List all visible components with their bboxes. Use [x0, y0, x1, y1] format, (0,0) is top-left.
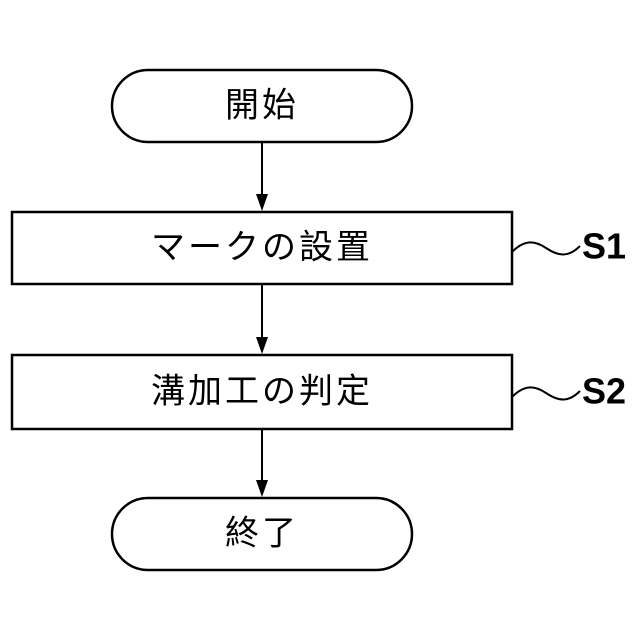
start-node: 開始 [112, 70, 412, 142]
arrowhead [256, 480, 268, 497]
step-s2-node: 溝加工の判定 [12, 355, 512, 429]
step-s1-label: マークの設置 [151, 228, 373, 268]
step-s1-callout: S1 [512, 226, 626, 267]
step-s2-label: 溝加工の判定 [151, 372, 373, 412]
arrowhead [256, 194, 268, 211]
edge-s2-to-end [256, 429, 268, 497]
arrowhead [256, 337, 268, 354]
start-label: 開始 [225, 86, 299, 126]
step-s1-id: S1 [582, 226, 626, 267]
step-s2-leader-line [512, 387, 580, 399]
step-s1-leader-line [512, 242, 580, 254]
edge-s1-to-s2 [256, 284, 268, 354]
edge-start-to-s1 [256, 142, 268, 211]
end-node: 終了 [112, 498, 412, 570]
step-s2-id: S2 [582, 371, 626, 412]
step-s1-node: マークの設置 [12, 212, 512, 284]
step-s2-callout: S2 [512, 371, 626, 412]
end-label: 終了 [225, 514, 299, 554]
